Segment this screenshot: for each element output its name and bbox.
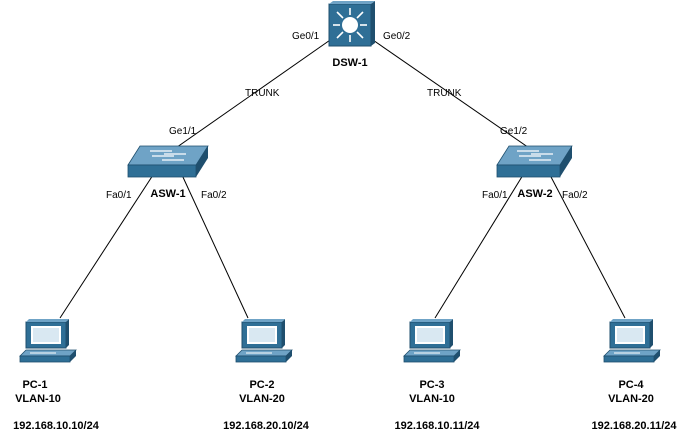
pc-2-device[interactable]: PC-2 VLAN-20 192.168.20.10/24 bbox=[223, 318, 310, 432]
pc-1-vlan: VLAN-10 bbox=[15, 393, 61, 405]
link-asw1-pc1 bbox=[59, 174, 154, 319]
asw-2-device[interactable]: ASW-2 bbox=[496, 145, 573, 200]
trunk-label-right: TRUNK bbox=[427, 88, 462, 99]
multilayer-switch-icon bbox=[328, 1, 375, 47]
switch-icon bbox=[496, 145, 573, 178]
asw-2-port-uplink: Ge1/2 bbox=[500, 126, 528, 137]
dsw-1-label: DSW-1 bbox=[332, 57, 367, 69]
pc-icon bbox=[19, 318, 77, 363]
dsw-1-device[interactable]: DSW-1 bbox=[328, 1, 375, 69]
pc-1-label: PC-1 bbox=[22, 379, 47, 391]
dsw-port-ge0-1: Ge0/1 bbox=[292, 31, 320, 42]
asw-2-port-fa0-2: Fa0/2 bbox=[562, 190, 588, 201]
pc-3-label: PC-3 bbox=[419, 379, 444, 391]
pc-icon bbox=[403, 318, 461, 363]
pc-2-vlan: VLAN-20 bbox=[239, 393, 285, 405]
pc-2-ip: 192.168.20.10/24 bbox=[223, 420, 310, 432]
link-dsw-asw2 bbox=[369, 37, 536, 153]
trunk-label-left: TRUNK bbox=[245, 88, 280, 99]
pc-4-device[interactable]: PC-4 VLAN-20 192.168.20.11/24 bbox=[591, 318, 677, 432]
links bbox=[59, 37, 626, 319]
switch-icon bbox=[127, 145, 209, 178]
asw-2-port-fa0-1: Fa0/1 bbox=[482, 190, 508, 201]
asw-1-port-fa0-2: Fa0/2 bbox=[201, 190, 227, 201]
asw-1-device[interactable]: ASW-1 bbox=[127, 145, 209, 200]
link-asw2-pc4 bbox=[549, 174, 626, 319]
pc-icon bbox=[235, 318, 293, 363]
dsw-port-ge0-2: Ge0/2 bbox=[383, 31, 411, 42]
pc-4-vlan: VLAN-20 bbox=[608, 393, 654, 405]
pc-4-ip: 192.168.20.11/24 bbox=[591, 420, 677, 432]
link-asw2-pc3 bbox=[434, 174, 524, 319]
pc-3-ip: 192.168.10.11/24 bbox=[394, 420, 480, 432]
link-dsw-asw1 bbox=[169, 37, 334, 153]
pc-3-vlan: VLAN-10 bbox=[409, 393, 455, 405]
pc-1-device[interactable]: PC-1 VLAN-10 192.168.10.10/24 bbox=[13, 318, 100, 432]
link-asw1-pc2 bbox=[181, 174, 249, 319]
pc-1-ip: 192.168.10.10/24 bbox=[13, 420, 100, 432]
asw-1-port-uplink: Ge1/1 bbox=[169, 126, 197, 137]
pc-2-label: PC-2 bbox=[249, 379, 274, 391]
asw-2-label: ASW-2 bbox=[517, 188, 552, 200]
asw-1-port-fa0-1: Fa0/1 bbox=[106, 190, 132, 201]
pc-icon bbox=[603, 318, 661, 363]
asw-1-label: ASW-1 bbox=[150, 188, 185, 200]
pc-4-label: PC-4 bbox=[618, 379, 644, 391]
pc-3-device[interactable]: PC-3 VLAN-10 192.168.10.11/24 bbox=[394, 318, 480, 432]
